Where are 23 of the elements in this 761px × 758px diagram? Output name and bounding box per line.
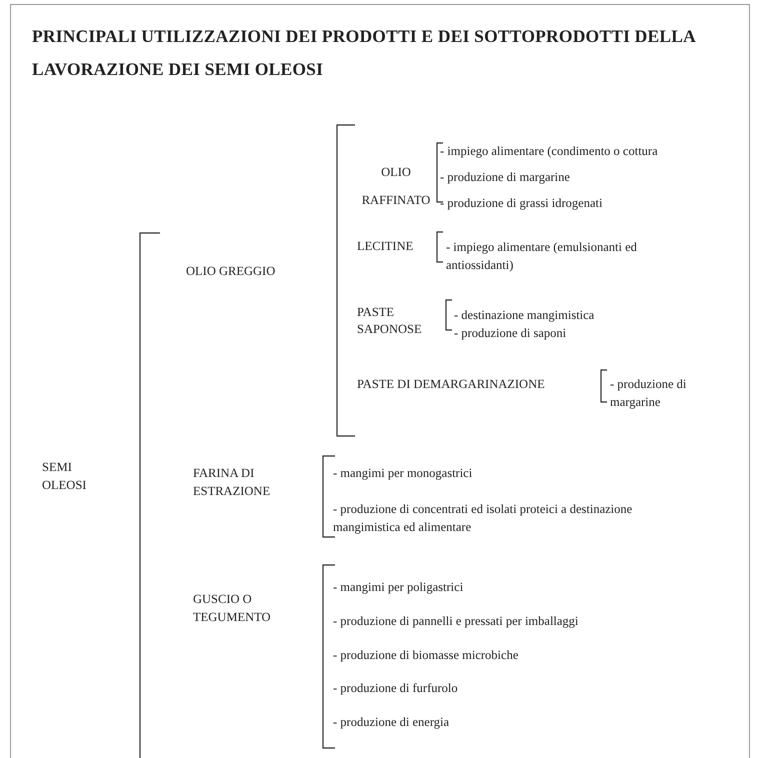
use-label: - produzione di concentrati ed isolati proteici a destinazione mangimistica ed alimentare (333, 501, 634, 536)
product-label: LECITINE (357, 238, 414, 255)
use-label: - produzione di pannelli e pressati per imballaggi (333, 613, 580, 630)
use-label: - produzione di biomasse microbiche (333, 647, 520, 664)
use-label: - produzione di margarine (610, 376, 688, 411)
use-label: - produzione di saponi (454, 325, 568, 342)
category-label: SEMI OLEOSI (42, 459, 88, 494)
product-label: GUSCIO O TEGUMENTO (193, 591, 272, 626)
product-label: PASTE DI DEMARGARINAZIONE (357, 376, 546, 393)
use-label: - impiego alimentare (condimento o cottura (440, 143, 659, 160)
product-label: PASTE SAPONOSE (357, 304, 423, 338)
use-label: - destinazione mangimistica (454, 307, 596, 324)
use-label: - impiego alimentare (emulsionanti ed antiossidanti) (446, 239, 638, 274)
product-label: FARINA DI ESTRAZIONE (193, 465, 272, 500)
product-label: OLIO GREGGIO (186, 263, 276, 280)
use-label: - mangimi per monogastrici (333, 465, 474, 482)
use-label: - produzione di energia (333, 714, 450, 731)
use-label: - produzione di margarine (440, 169, 571, 186)
use-label: - produzione di furfurolo (333, 680, 459, 697)
product-label: OLIO RAFFINATO (360, 164, 432, 209)
use-label: - mangimi per poligastrici (333, 579, 464, 596)
use-label: - produzione di grassi idrogenati (440, 195, 604, 212)
title: PRINCIPALI UTILIZZAZIONI DEI PRODOTTI E DEI SOTTOPRODOTTI DELLA LAVORAZIONE DEI SEMI OLEOSI (32, 25, 697, 81)
